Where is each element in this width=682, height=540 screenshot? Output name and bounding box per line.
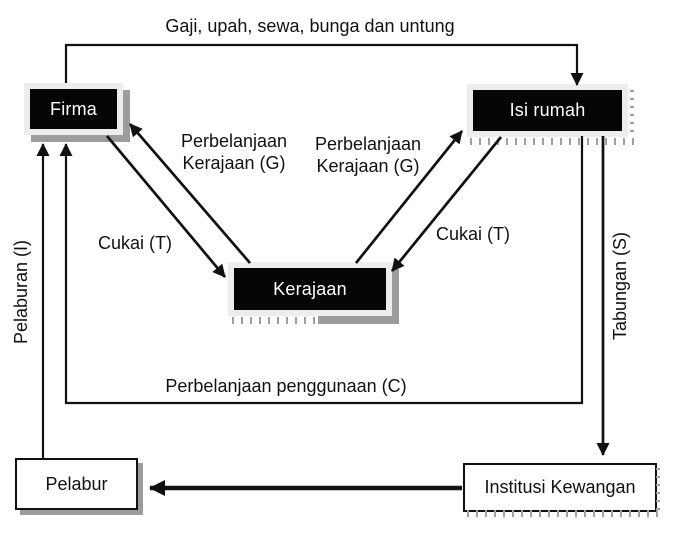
node-pelabur: Pelabur [15,458,138,510]
node-kerajaan: Kerajaan [228,262,399,324]
hatch-shadow-bottom [467,510,661,517]
flow-label-investment: Pelaburan (I) [11,239,31,345]
node-isi-rumah: Isi rumah [467,84,634,145]
flow-label-wages: Gaji, upah, sewa, bunga dan untung [165,16,455,36]
flow-label-tax-left: Cukai (T) [98,233,173,253]
flow-label-tax-right: Cukai (T) [436,224,511,244]
arrow-wages-firma-to-isirumah [64,43,584,86]
node-institusi-kewangan-label: Institusi Kewangan [484,477,636,497]
dot-shadow-right [630,90,634,137]
flow-label-consumption: Perbelanjaan penggunaan (C) [165,376,407,396]
arrow-tax-isirumah-to-kerajaan [390,136,503,272]
hatch-shadow-bottom [232,317,323,324]
node-firma-label: Firma [30,89,117,129]
node-institusi-kewangan: Institusi Kewangan [463,463,661,517]
arrow-tax-firma-to-kerajaan [105,135,227,278]
flow-label-gov-spending-right: Perbelanjaan Kerajaan (G) [314,134,422,176]
dot-shadow-right [656,468,660,516]
hatch-shadow-bottom [470,138,634,145]
node-isi-rumah-label: Isi rumah [473,90,622,131]
arrow-gov-spending-to-firma [128,123,252,264]
flow-label-savings: Tabungan (S) [610,231,630,341]
node-pelabur-label: Pelabur [45,473,108,494]
solid-shadow-bottom [318,316,399,324]
arrow-gov-spending-to-isirumah [354,130,464,264]
node-kerajaan-label: Kerajaan [234,268,386,310]
solid-shadow-right [392,269,399,324]
arrow-consumption-isirumah-to-firma [59,136,584,405]
node-firma: Firma [24,83,123,135]
flow-label-gov-spending-left: Perbelanjaan Kerajaan (G) [180,131,288,173]
